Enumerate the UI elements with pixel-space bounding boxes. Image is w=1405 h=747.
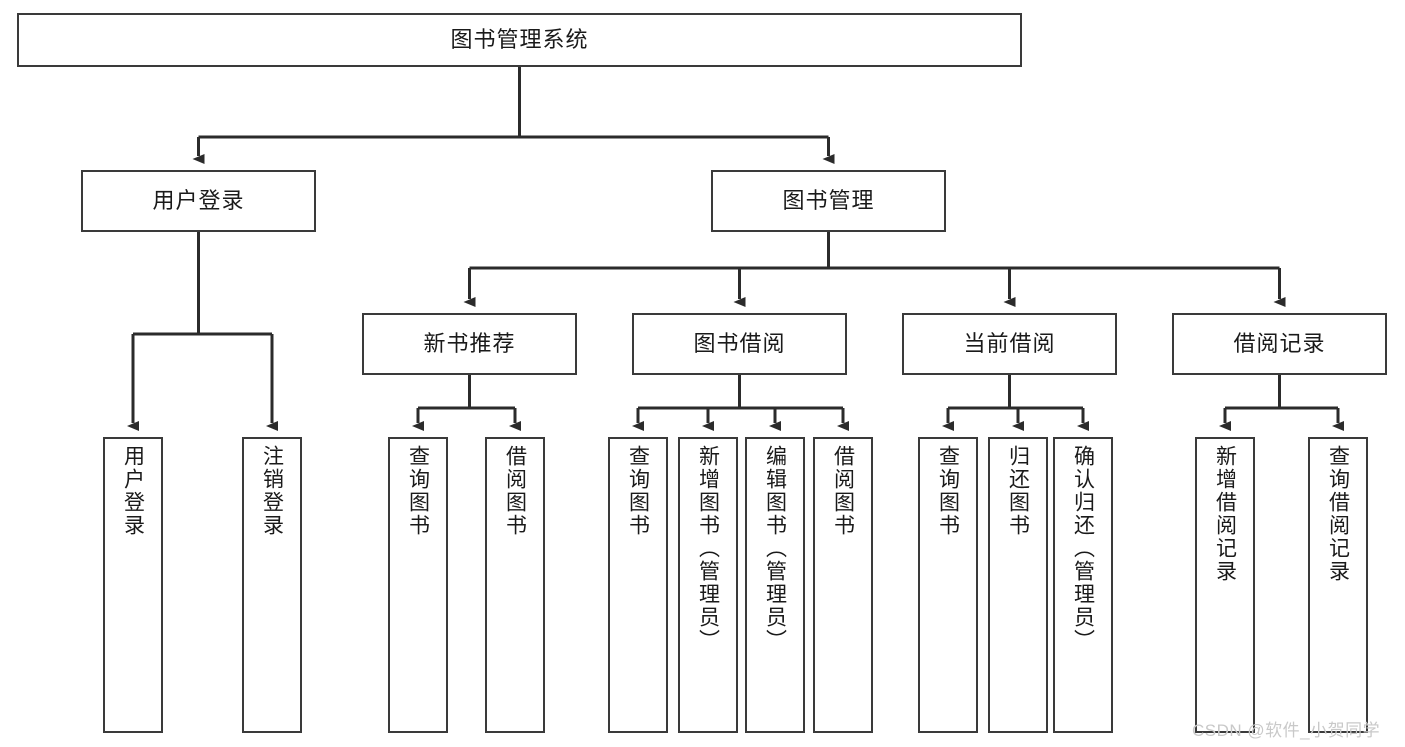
node-leaf-user-login[interactable]: 用户登录 <box>103 437 163 733</box>
node-label: 新增借阅记录 <box>1213 445 1237 583</box>
node-label: 查询图书 <box>406 445 430 537</box>
node-root[interactable]: 图书管理系统 <box>17 13 1022 67</box>
node-label: 新书推荐 <box>423 331 516 357</box>
node-leaf-user-logout[interactable]: 注销登录 <box>242 437 302 733</box>
node-label: 归还图书 <box>1006 445 1030 537</box>
node-leaf-add-book-admin[interactable]: 新增图书（管理员） <box>678 437 738 733</box>
node-label: 新增图书（管理员） <box>696 445 720 652</box>
node-user-login[interactable]: 用户登录 <box>81 170 316 232</box>
node-book-borrow[interactable]: 图书借阅 <box>632 313 847 375</box>
node-label: 注销登录 <box>260 445 284 537</box>
node-label: 用户登录 <box>152 188 245 214</box>
node-leaf-edit-book-admin[interactable]: 编辑图书（管理员） <box>745 437 805 733</box>
node-leaf-borrow-book-rec[interactable]: 借阅图书 <box>485 437 545 733</box>
node-label: 确认归还（管理员） <box>1071 445 1095 652</box>
node-leaf-query-book-borrow[interactable]: 查询图书 <box>608 437 668 733</box>
node-label: 当前借阅 <box>963 331 1056 357</box>
node-label: 图书借阅 <box>693 331 786 357</box>
node-leaf-return-book[interactable]: 归还图书 <box>988 437 1048 733</box>
node-leaf-query-book-current[interactable]: 查询图书 <box>918 437 978 733</box>
node-new-book-recommend[interactable]: 新书推荐 <box>362 313 577 375</box>
node-leaf-confirm-return-admin[interactable]: 确认归还（管理员） <box>1053 437 1113 733</box>
node-book-manage[interactable]: 图书管理 <box>711 170 946 232</box>
node-label: 用户登录 <box>121 445 145 537</box>
node-label: 查询图书 <box>936 445 960 537</box>
node-label: 编辑图书（管理员） <box>763 445 787 652</box>
node-leaf-borrow-book[interactable]: 借阅图书 <box>813 437 873 733</box>
node-label: 查询图书 <box>626 445 650 537</box>
node-current-borrow[interactable]: 当前借阅 <box>902 313 1117 375</box>
node-leaf-query-book-rec[interactable]: 查询图书 <box>388 437 448 733</box>
node-label: 图书管理系统 <box>450 27 589 53</box>
node-label: 查询借阅记录 <box>1326 445 1350 583</box>
node-borrow-record[interactable]: 借阅记录 <box>1172 313 1387 375</box>
node-leaf-query-borrow-record[interactable]: 查询借阅记录 <box>1308 437 1368 733</box>
csdn-watermark: CSDN @软件_小贺同学 <box>1192 721 1381 740</box>
node-leaf-add-borrow-record[interactable]: 新增借阅记录 <box>1195 437 1255 733</box>
node-label: 借阅图书 <box>831 445 855 537</box>
node-label: 图书管理 <box>782 188 875 214</box>
node-label: 借阅图书 <box>503 445 527 537</box>
node-label: 借阅记录 <box>1233 331 1326 357</box>
